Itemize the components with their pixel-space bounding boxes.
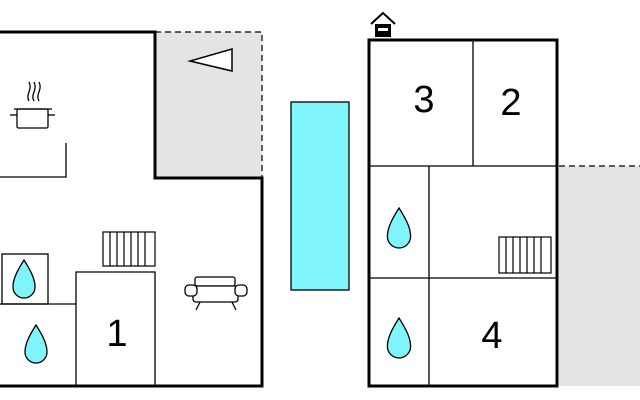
terrace-triangle bbox=[187, 48, 233, 72]
water-drop-icon bbox=[12, 258, 36, 299]
room-label-1: 1 bbox=[106, 313, 127, 355]
armchair-icon bbox=[184, 276, 248, 311]
right-interior-walls bbox=[369, 40, 557, 386]
water-drop-icon bbox=[24, 323, 48, 364]
terrace-right bbox=[559, 165, 640, 386]
pool bbox=[290, 101, 350, 291]
terrace-top-left bbox=[155, 31, 263, 178]
radiator-icon bbox=[498, 236, 552, 274]
room-label-3: 3 bbox=[413, 79, 434, 121]
kitchen-counter bbox=[0, 143, 67, 178]
room-label-2: 2 bbox=[500, 82, 521, 124]
room-label-4: 4 bbox=[481, 315, 502, 357]
house-icon bbox=[370, 11, 396, 37]
radiator-icon bbox=[102, 231, 156, 267]
left-building-wall bbox=[0, 30, 264, 388]
right-building-wall bbox=[367, 38, 559, 388]
left-interior-walls bbox=[0, 253, 156, 386]
water-drop-icon bbox=[386, 316, 412, 359]
water-drop-icon bbox=[386, 206, 412, 249]
cooking-pot-icon bbox=[10, 81, 55, 129]
